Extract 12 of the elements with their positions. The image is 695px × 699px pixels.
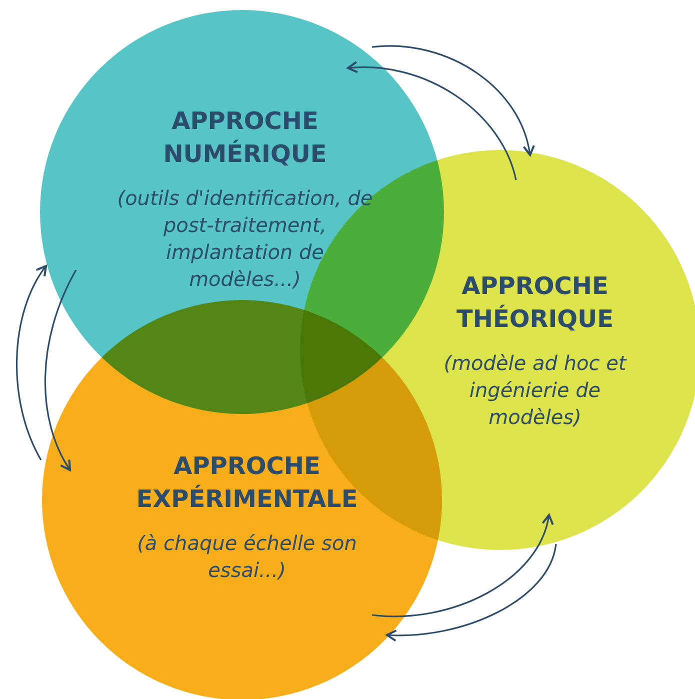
heading: APPROCHE THÉORIQUE	[456, 271, 614, 335]
arrow	[16, 264, 48, 460]
description-text: (modèle ad hoc et ingénierie de modèles)	[442, 350, 628, 431]
description-text: (à chaque échelle son essai...)	[136, 530, 358, 584]
arrow	[346, 62, 517, 180]
description-text: (outils d'identification, de post-traitement, implantation de modèles...)	[116, 185, 374, 293]
arrow	[386, 544, 557, 642]
arrow	[372, 514, 553, 618]
arrow	[44, 270, 77, 472]
arrow	[372, 45, 534, 156]
heading: APPROCHE EXPÉRIMENTALE	[135, 451, 359, 515]
heading: APPROCHE NUMÉRIQUE	[162, 106, 328, 170]
